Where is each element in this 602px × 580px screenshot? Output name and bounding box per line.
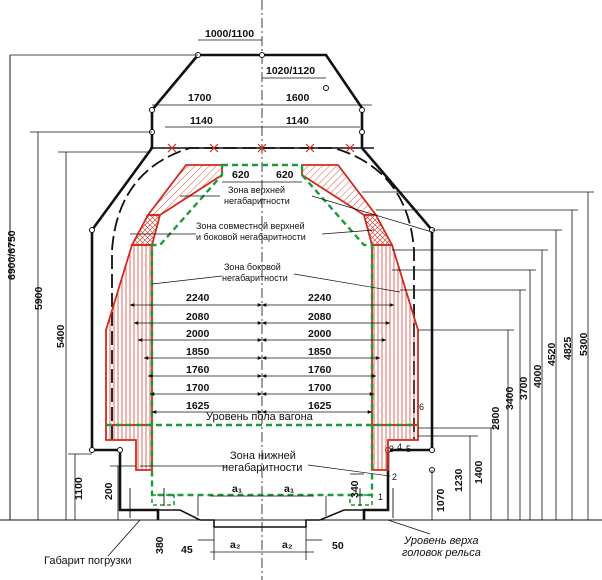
dim-3400: 3400 [504,386,516,410]
top-x-marks [167,143,355,153]
dim-a1-left: a₁ [232,483,242,495]
floor-level-label: Уровень пола вагона [206,411,314,423]
w-left-0: 2240 [186,292,210,304]
dim-200: 200 [103,482,115,500]
dim-4520: 4520 [546,342,558,366]
right-height-lines [350,191,594,520]
bottom-arrows [129,488,394,518]
w-left-3: 1850 [186,346,210,358]
w-right-4: 1760 [308,364,332,376]
w-left-6: 1625 [186,400,210,412]
lower-zone-right [371,424,419,471]
dim-6900-6750: 6900/6750 [6,230,18,280]
w-right-5: 1700 [308,382,332,394]
dim-50: 50 [332,540,344,552]
dim-5300: 5300 [578,332,590,356]
rail-level-line2: головок рельса [402,547,481,559]
dim-1100: 1100 [73,477,85,500]
dim-5400: 5400 [55,324,67,348]
dim-1400: 1400 [473,460,485,484]
dim-45: 45 [181,544,193,556]
loading-gauge-label: Габарит погрузки [44,555,132,567]
zone-side-line2: негабаритности [222,273,288,283]
zone-lower-line1: Зона нижней [230,450,296,462]
dim-4000: 4000 [532,364,544,388]
w-left-4: 1760 [186,364,210,376]
lower-zone-left [105,424,153,471]
dim-1070: 1070 [435,488,447,512]
dim-2800: 2800 [490,406,502,430]
w-left-1: 2080 [186,311,210,323]
zone-upper-line2: негабаритности [224,196,290,206]
combined-zone-left [130,214,162,246]
w-right-3: 1850 [308,346,332,358]
dim-a2-left: a₂ [230,539,241,551]
dim-a2-right: a₂ [282,539,293,551]
width-dimension-labels: 2240 2080 2000 1850 1760 1700 1625 2240 … [186,292,332,412]
dim-4825: 4825 [562,336,574,360]
dim-1700-top: 1700 [188,92,212,104]
dim-380: 380 [154,536,166,554]
w-right-1: 2080 [308,311,332,323]
dim-5900: 5900 [33,286,45,310]
lower-box-left [151,494,175,506]
zone-combined-line1: Зона совместной верхней [196,221,305,231]
w-left-2: 2000 [186,328,210,340]
left-height-lines [9,55,152,520]
side-zone-right [371,244,419,426]
zone-lower-line2: негабаритности [222,462,302,474]
bottom-structure [157,509,365,528]
rail-level-line1: Уровень верха [403,535,479,547]
w-right-6: 1625 [308,400,332,412]
dim-3700: 3700 [518,376,530,400]
rail-leader [387,519,431,535]
w-left-5: 1700 [186,382,210,394]
dim-1020-1120: 1020/1120 [266,65,315,77]
dim-340: 340 [349,480,361,498]
bottom-dim-lines [197,495,327,560]
marker-5: 5 [406,444,411,454]
upper-zone-right [301,164,378,216]
width-dimension-lines [129,303,395,414]
combined-zone-right [362,214,394,246]
marker-3: 3 [389,444,394,454]
dim-1140-right: 1140 [286,115,309,127]
marker-1: 1 [378,492,383,502]
w-right-2: 2000 [308,328,332,340]
zone-leaders [130,195,433,477]
upper-zone-left [146,164,223,216]
dim-a1-right: a₁ [284,483,294,495]
marker-2: 2 [392,472,397,482]
lower-box-right [349,494,373,506]
gauge-leader [107,519,141,557]
dim-1140-left: 1140 [190,115,213,127]
marker-4: 4 [397,442,402,452]
zone-combined-line2: и боковой негабаритности [196,232,306,242]
zone-upper-line1: Зона верхней [228,185,285,195]
dim-1600-top: 1600 [286,92,310,104]
w-right-0: 2240 [308,292,332,304]
dim-620-right: 620 [276,169,294,181]
dim-620-left: 620 [232,169,250,181]
marker-6: 6 [419,402,424,412]
side-zone-left [105,244,153,426]
zone-side-line1: Зона боковой [224,262,281,272]
dim-1230: 1230 [453,468,465,492]
dim-1000-1100: 1000/1100 [205,28,254,40]
